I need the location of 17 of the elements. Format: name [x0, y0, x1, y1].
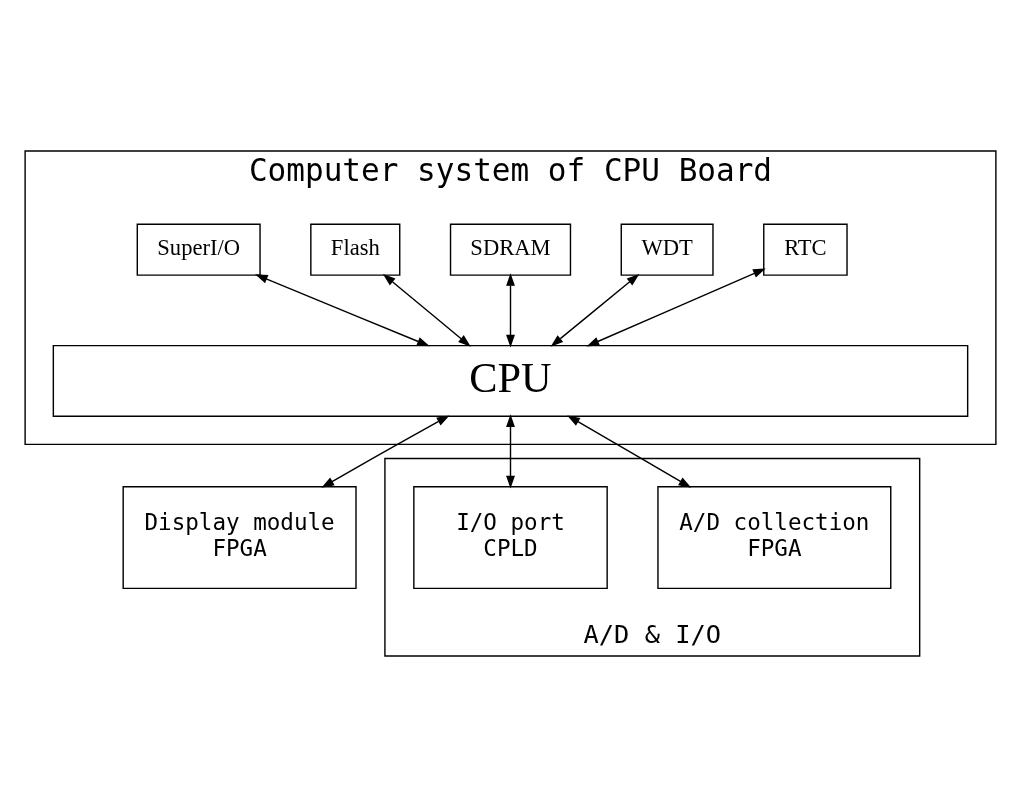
node-box: WDT: [620, 223, 714, 276]
node-box: Display module FPGA: [122, 486, 357, 590]
node-box: Flash: [310, 223, 401, 276]
arrow: [586, 268, 766, 347]
arrow: [382, 273, 471, 347]
node-box: RTC: [763, 223, 848, 276]
node-box: SuperI/O: [136, 223, 261, 276]
node-box: CPU: [52, 344, 969, 417]
node-box: A/D collection FPGA: [657, 486, 892, 590]
arrow: [506, 273, 515, 348]
arrow: [255, 274, 430, 347]
arrow: [321, 415, 450, 488]
arrow: [550, 273, 640, 347]
node-box: SDRAM: [449, 223, 572, 276]
arrow: [567, 415, 692, 488]
node-box: I/O port CPLD: [413, 486, 608, 590]
arrow: [506, 414, 515, 489]
